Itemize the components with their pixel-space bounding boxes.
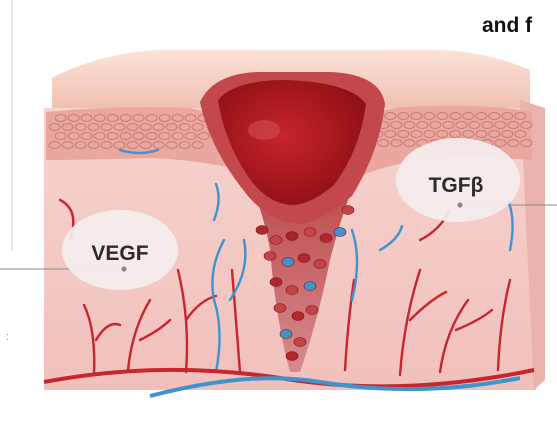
granulation-cell [286,286,298,295]
vegf-callout: VEGF [0,210,178,290]
granulation-cell [280,330,292,339]
tgf-anchor-dot [457,202,462,207]
granulation-cell [304,228,316,237]
granulation-cell [286,352,298,361]
left-fragment-glyph: : [6,331,9,343]
granulation-cell [274,304,286,313]
granulation-cell [304,282,316,291]
granulation-cell [334,228,346,237]
granulation-cell [314,260,326,269]
vegf-label: VEGF [91,242,148,265]
granulation-cell [342,206,354,215]
granulation-cell [286,232,298,241]
granulation-cell [270,236,282,245]
heading-fragment: and f [482,14,532,38]
granulation-cell [256,226,268,235]
tgf-label: TGFβ [429,174,484,197]
granulation-cell [306,306,318,315]
granulation-cell [298,254,310,263]
granulation-cell [282,258,294,267]
granulation-cell [320,234,332,243]
granulation-cell [270,278,282,287]
clot-highlight [248,120,280,140]
granulation-cell [264,252,276,261]
granulation-cell [294,338,306,347]
granulation-cell [292,312,304,321]
vegf-anchor-dot [121,266,126,271]
